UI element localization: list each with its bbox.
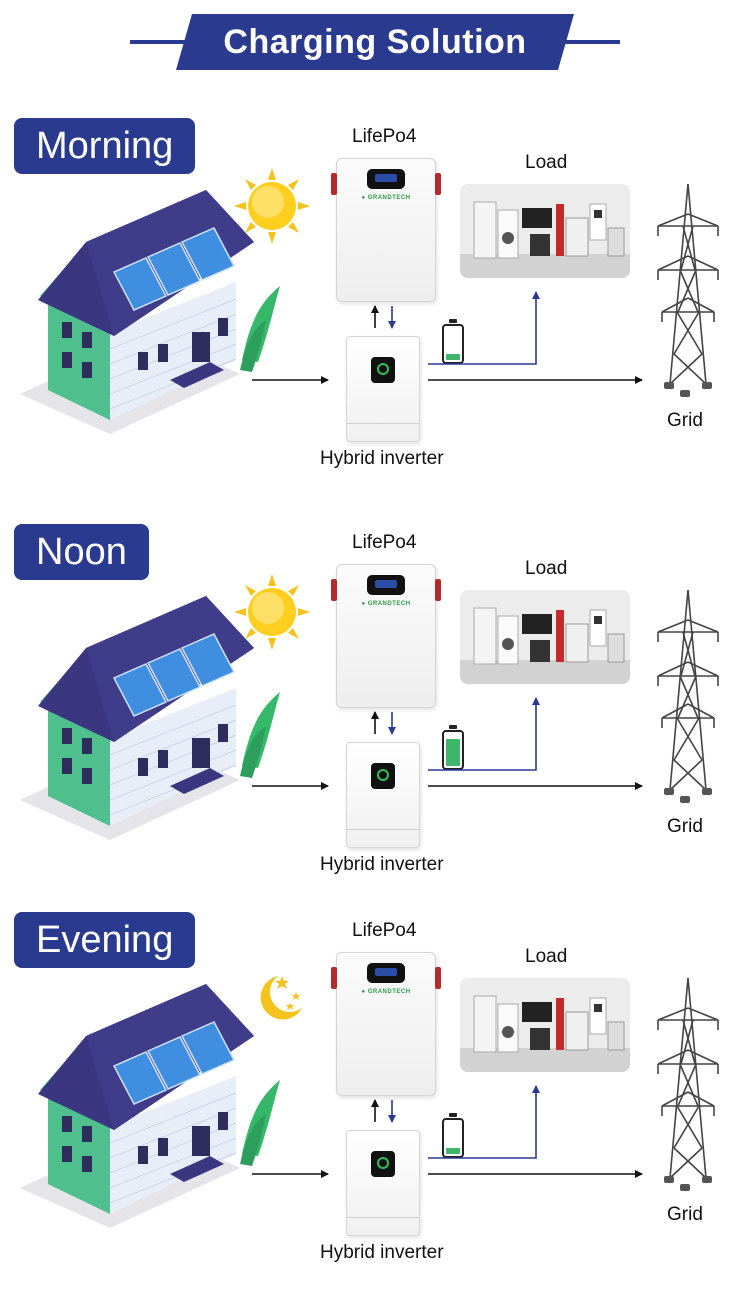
header-left-rule <box>130 40 220 44</box>
battery-level-cap <box>449 319 457 323</box>
inverter-label: Hybrid inverter <box>320 854 444 875</box>
battery-terminal <box>435 173 441 195</box>
lifepo4-battery-unit: ● GRANDTECH <box>331 158 441 302</box>
time-of-day-label: Evening <box>14 912 196 968</box>
battery-display <box>367 963 405 983</box>
battery-label: LifePo4 <box>352 920 417 941</box>
inverter-display <box>371 763 395 789</box>
inverter-label: Hybrid inverter <box>320 1242 444 1263</box>
home-appliances-image <box>460 184 630 278</box>
header-right-rule <box>530 40 620 44</box>
solar-house-icon <box>20 984 280 1228</box>
battery-level-icon <box>442 1113 464 1158</box>
battery-brand-logo: ● GRANDTECH <box>361 601 411 607</box>
inverter-seam <box>347 423 419 424</box>
time-of-day-label: Noon <box>14 524 149 580</box>
time-of-day-label: Morning <box>14 118 196 174</box>
inverter-display <box>371 1151 395 1177</box>
grid-label: Grid <box>667 1204 703 1225</box>
battery-level-cap <box>449 1113 457 1117</box>
battery-terminal <box>435 967 441 989</box>
inverter-seam <box>347 829 419 830</box>
battery-level-fill <box>446 1148 460 1154</box>
lifepo4-battery-unit: ● GRANDTECH <box>331 564 441 708</box>
battery-level-cap <box>449 725 457 729</box>
scenario-panel-2: Evening <box>0 912 750 1292</box>
scenario-panel-1: Noon <box>0 524 750 904</box>
load-label: Load <box>525 152 568 173</box>
battery-terminal <box>331 579 337 601</box>
power-tower-icon <box>657 590 719 803</box>
solar-house-icon <box>20 190 280 434</box>
battery-terminal <box>331 967 337 989</box>
battery-brand-logo: ● GRANDTECH <box>361 989 411 995</box>
inverter-display <box>371 357 395 383</box>
battery-label: LifePo4 <box>352 532 417 553</box>
title-banner <box>176 14 574 70</box>
battery-terminal <box>331 173 337 195</box>
battery-level-fill <box>446 354 460 360</box>
sun-icon <box>234 168 310 244</box>
moon-stars-icon <box>260 976 302 1020</box>
power-tower-icon <box>657 978 719 1191</box>
battery-display <box>367 169 405 189</box>
hybrid-inverter-unit <box>346 742 420 848</box>
solar-house-icon <box>20 596 280 840</box>
home-appliances-image <box>460 978 630 1072</box>
sun-icon <box>234 574 310 650</box>
grid-label: Grid <box>667 816 703 837</box>
battery-brand-logo: ● GRANDTECH <box>361 195 411 201</box>
inverter-label: Hybrid inverter <box>320 448 444 469</box>
grid-label: Grid <box>667 410 703 431</box>
battery-level-icon <box>442 319 464 364</box>
battery-terminal <box>435 579 441 601</box>
battery-display <box>367 575 405 595</box>
battery-level-icon <box>442 725 464 770</box>
hybrid-inverter-unit <box>346 1130 420 1236</box>
battery-level-fill <box>446 739 460 766</box>
battery-label: LifePo4 <box>352 126 417 147</box>
page-title: Charging Solution <box>223 23 527 61</box>
power-tower-icon <box>657 184 719 397</box>
inverter-seam <box>347 1217 419 1218</box>
header: Charging Solution <box>0 0 750 80</box>
hybrid-inverter-unit <box>346 336 420 442</box>
home-appliances-image <box>460 590 630 684</box>
load-label: Load <box>525 558 568 579</box>
scenario-panel-0: Morning <box>0 118 750 498</box>
lifepo4-battery-unit: ● GRANDTECH <box>331 952 441 1096</box>
load-label: Load <box>525 946 568 967</box>
